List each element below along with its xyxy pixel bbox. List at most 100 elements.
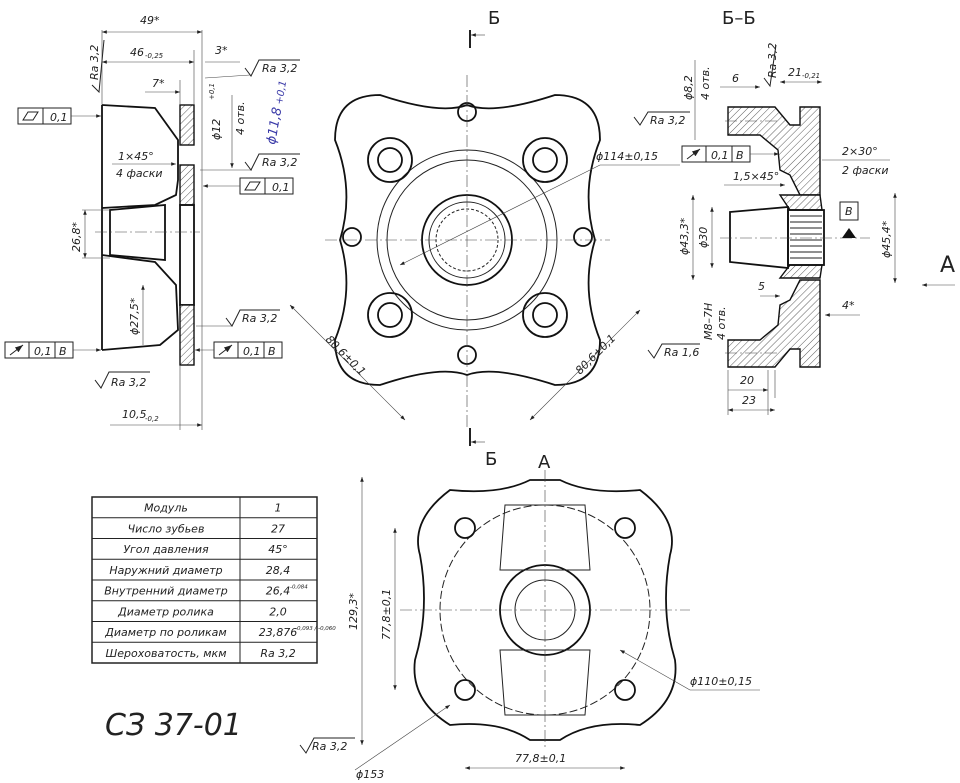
dia-110: ϕ110±0,15	[690, 675, 752, 688]
param-name: Число зубьев	[128, 522, 205, 535]
dim-49: 49*	[140, 14, 160, 27]
dia-114: ϕ114±0,15	[596, 150, 658, 163]
section-mark-bottom: Б	[485, 449, 497, 470]
runout-icon	[9, 344, 24, 356]
dim-4: 4*	[842, 299, 855, 312]
param-tolerance: -0,084	[290, 584, 308, 590]
ra-label: Ra 3,2	[312, 740, 347, 753]
chamfer: 1×45°	[118, 150, 154, 163]
dim-5: 5	[758, 280, 765, 293]
datum-triangle-icon	[842, 228, 856, 238]
table-row: Диаметр ролика 2,0	[92, 600, 317, 618]
dim-80-6-right: 80,6±0,1	[573, 332, 618, 377]
runout-frame-section: 0,1 В	[681, 145, 779, 163]
chamfer-count: 2 фаски	[842, 164, 888, 177]
param-name: Модуль	[144, 502, 188, 515]
table-row: Угол давления 45°	[92, 538, 317, 556]
front-view: Б Б ϕ114±0,15 80,6±0,1 80,6±0,1	[289, 8, 680, 470]
dim-80-6-left: 80,6±0,1	[323, 333, 368, 378]
param-name: Диаметр ролика	[117, 605, 214, 618]
chamfer-count: 4 фаски	[116, 167, 162, 180]
dim-3: 3*	[215, 44, 228, 57]
dim-10-5-tol: -0,2	[145, 415, 159, 423]
table-row: Число зубьев 27	[92, 517, 317, 535]
hole-dia: ϕ12	[210, 119, 223, 140]
param-value: 2,0	[269, 605, 287, 618]
param-name: Диаметр по роликам	[104, 626, 226, 639]
bolt-bosses	[342, 102, 593, 365]
param-value: 45°	[268, 543, 288, 556]
view-a-title: А	[538, 452, 551, 473]
runout-frame-right: 0,1 В	[195, 341, 283, 359]
table-row: Модуль 1	[144, 502, 281, 515]
table-row: Шероховатость, мкм Ra 3,2	[92, 641, 317, 660]
thread: M8–7H	[702, 303, 715, 340]
ra-lower: Ra 3,2	[242, 312, 277, 325]
dim-20: 20	[740, 374, 754, 387]
ra-bottom: Ra 1,6	[664, 346, 699, 359]
runout-icon	[218, 344, 233, 356]
dia-30: ϕ30	[697, 227, 710, 248]
left-side-view: 49* 46 -0,25 3* 7* Ra 3,2 Ra 3,2 ϕ12 +0,…	[4, 14, 300, 430]
chamfer-2x30: 2×30°	[842, 145, 878, 158]
param-tolerance: -0,093 / -0,060	[295, 626, 336, 632]
dim-10-5: 10,5	[122, 408, 147, 421]
dim-26-8: 26,8*	[70, 222, 83, 252]
flatness-frame-2: 0,1	[203, 177, 294, 195]
dim-23: 23	[742, 394, 756, 407]
param-name: Угол давления	[123, 543, 209, 556]
runout-left-base: В	[59, 345, 67, 358]
drawing-number: СЗ 37-01	[105, 708, 242, 743]
dim-21: 21	[788, 66, 802, 79]
dim-129-3: 129,3*	[347, 593, 360, 630]
runout-icon	[686, 148, 701, 160]
dim-27-5: ϕ27,5*	[128, 297, 141, 335]
hole-count: 4 отв.	[234, 101, 247, 135]
dia-153: ϕ153	[356, 768, 384, 781]
runout-right-value: 0,1	[243, 345, 261, 358]
ra-top-left: Ra 3,2	[88, 45, 101, 80]
param-name: Внутренний диаметр	[104, 585, 228, 598]
ra-top-right: Ra 3,2	[262, 62, 297, 75]
section-view: Б–Б ϕ8,2 4 отв. 6 Ra 3,2 21 -0,21 Ra 3,2	[633, 8, 955, 415]
table-row: Диаметр по роликам 23,876-0,093 / -0,060	[92, 621, 336, 639]
datum-label: В	[845, 205, 853, 218]
section-title: Б–Б	[722, 8, 756, 29]
hole-count-top: 4 отв.	[699, 66, 712, 100]
dim-46: 46	[130, 46, 144, 59]
param-value: 1	[275, 502, 282, 515]
dim-46-tol: -0,25	[145, 52, 164, 60]
runout-base: В	[736, 149, 744, 162]
dia-43-3: ϕ43,3*	[678, 217, 691, 255]
hole-dia-tol: +0,1	[208, 83, 216, 100]
flatness-icon	[22, 111, 39, 121]
dia-45-4: ϕ45,4*	[880, 220, 893, 258]
param-name: Шероховатость, мкм	[105, 647, 226, 660]
runout-left-value: 0,1	[34, 345, 52, 358]
param-value: Ra 3,2	[260, 647, 295, 660]
table-row: Внутренний диаметр 26,4-0,084	[92, 579, 317, 598]
flatness-frame-1: 0,1	[17, 107, 101, 125]
dim-7: 7*	[152, 77, 165, 90]
ra-left: Ra 3,2	[650, 114, 685, 127]
runout-frame-left: 0,1 В	[4, 341, 101, 359]
ra-mid: Ra 3,2	[262, 156, 297, 169]
runout-right-base: В	[268, 345, 276, 358]
section-mark-top: Б	[488, 8, 500, 29]
handwritten-dia: ϕ11,8	[264, 106, 285, 146]
dim-77-8-vertical: 77,8±0,1	[380, 589, 393, 640]
param-value: 26,4	[266, 585, 291, 598]
param-value: 23,876	[259, 626, 298, 639]
handwritten-tol: +0,1	[274, 80, 289, 106]
param-value: 27	[271, 522, 285, 535]
dim-77-8-horizontal: 77,8±0,1	[515, 752, 566, 765]
view-arrow-label: А	[940, 253, 955, 278]
param-value: 28,4	[266, 564, 291, 577]
flatness-icon	[244, 181, 261, 191]
dia-8-2: ϕ8,2	[682, 75, 695, 100]
spline-teeth	[790, 215, 822, 259]
runout-value: 0,1	[711, 149, 729, 162]
